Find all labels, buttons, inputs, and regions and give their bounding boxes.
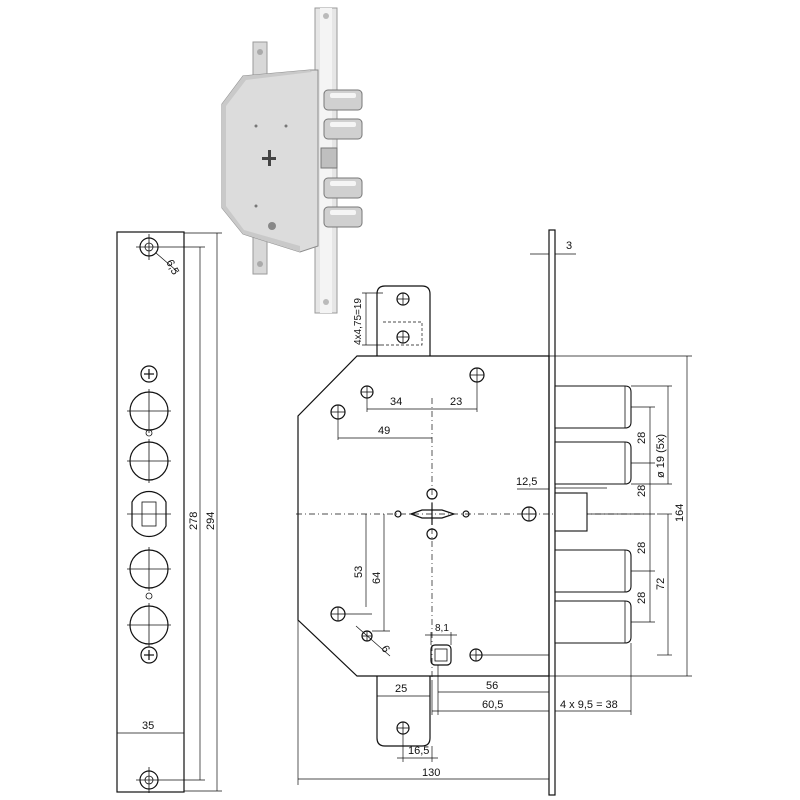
dim-bolt-diameter: ø 19 (5x) <box>655 434 667 478</box>
dim-tab-slots: 4x4,75=19 <box>353 298 364 345</box>
dim-bolt-28-a: 28 <box>636 432 648 444</box>
dim-faceplate-278: 278 <box>188 512 200 530</box>
dim-tab-25: 25 <box>395 683 407 695</box>
dim-bolt-28-b: 28 <box>636 485 648 497</box>
dim-faceplate-35: 35 <box>142 720 154 732</box>
dim-bolt-28-d: 28 <box>636 592 648 604</box>
dim-spindle-square: 8,1 <box>435 623 449 634</box>
dim-lower-64: 64 <box>371 572 383 584</box>
dim-faceplate-hole: 6,5 <box>163 258 181 277</box>
dim-lower-53: 53 <box>353 566 365 578</box>
faceplate-bolt-holes <box>127 389 171 647</box>
dim-tab-16-5: 16,5 <box>408 745 429 757</box>
dim-fixing-6: 6 <box>378 644 391 655</box>
dim-top-23: 23 <box>450 396 462 408</box>
dim-front-3: 3 <box>566 240 572 252</box>
dim-72: 72 <box>655 578 667 590</box>
dim-bolt-throw: 4 x 9,5 = 38 <box>560 699 618 711</box>
lock-product-image <box>221 7 363 314</box>
dim-top-49: 49 <box>378 425 390 437</box>
dim-case-height: 164 <box>674 504 686 522</box>
dim-spindle-56: 56 <box>486 680 498 692</box>
dim-top-34: 34 <box>390 396 402 408</box>
lock-side-view: 3 4x4,75=19 34 <box>296 229 692 796</box>
dim-faceplate-294: 294 <box>205 512 217 530</box>
dim-case-depth: 130 <box>422 767 440 779</box>
dim-bolt-28-c: 28 <box>636 542 648 554</box>
bolts <box>554 385 632 644</box>
faceplate-view: 6,5 278 294 35 <box>116 231 222 793</box>
dim-backset: 60,5 <box>482 699 503 711</box>
dim-latch: 12,5 <box>516 476 537 488</box>
